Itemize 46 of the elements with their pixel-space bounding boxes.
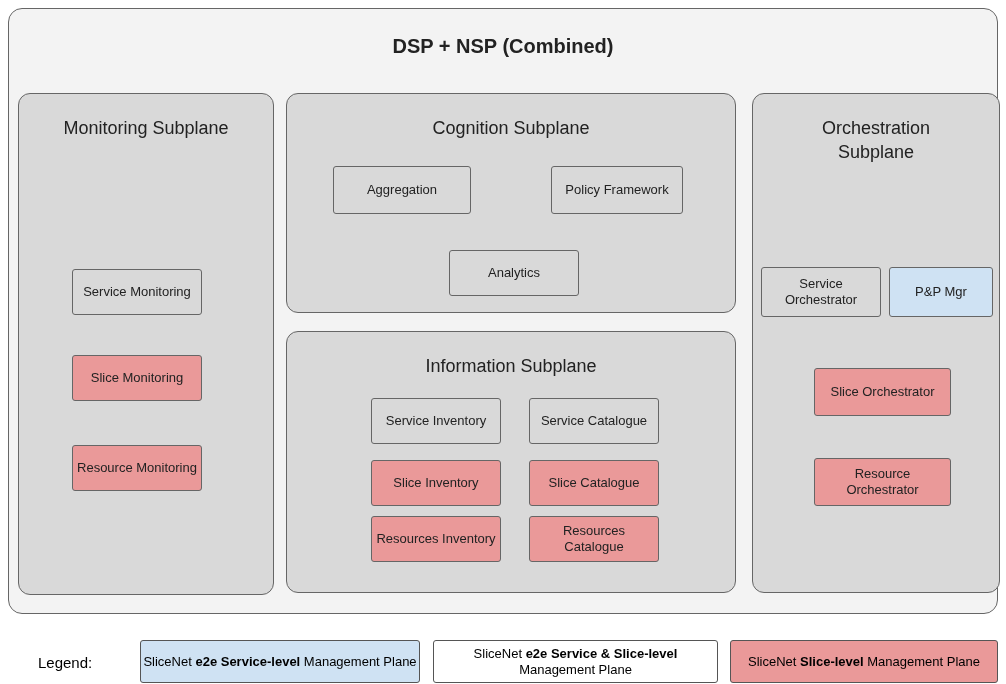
component-label: Service Orchestrator [783, 276, 859, 308]
component-label: Analytics [487, 265, 541, 281]
component-label: Resources Inventory [375, 531, 497, 547]
component-box [72, 355, 202, 401]
subplane-panel [18, 93, 274, 595]
component-box [761, 267, 881, 317]
component-box [814, 458, 951, 506]
component-box [371, 398, 501, 444]
component-label: Slice Inventory [392, 475, 480, 491]
component-label: Slice Orchestrator [829, 384, 936, 400]
component-label: Resource Monitoring [76, 460, 198, 476]
component-box [889, 267, 993, 317]
component-box [371, 460, 501, 506]
component-label: Service Catalogue [539, 413, 649, 429]
component-box [551, 166, 683, 214]
subplane-heading: Monitoring Subplane [62, 117, 230, 140]
component-label: Slice Catalogue [547, 475, 641, 491]
subplane-panel [286, 331, 736, 593]
component-label: Service Monitoring [82, 284, 192, 300]
container-heading: DSP + NSP (Combined) [391, 35, 615, 58]
component-label: Aggregation [365, 182, 439, 198]
legend-text: SliceNet Slice-level Management Plane [748, 653, 980, 670]
component-box [333, 166, 471, 214]
component-box [72, 269, 202, 315]
component-label: Policy Framework [564, 182, 670, 198]
component-label: P&P Mgr [914, 284, 968, 300]
component-box [529, 516, 659, 562]
component-label: Service Inventory [384, 413, 488, 429]
legend-heading: Legend: [38, 654, 93, 671]
subplane-panel [752, 93, 1000, 593]
container-panel [8, 8, 998, 614]
component-label: Resource Orchestrator [845, 466, 920, 498]
subplane-heading: Information Subplane [424, 355, 598, 378]
component-box [529, 460, 659, 506]
subplane-heading: Cognition Subplane [431, 117, 591, 140]
component-label: Slice Monitoring [89, 370, 185, 386]
component-box [449, 250, 579, 296]
component-box [371, 516, 501, 562]
component-label: Resources Catalogue [561, 523, 627, 555]
component-box [72, 445, 202, 491]
component-box [529, 398, 659, 444]
subplane-panel [286, 93, 736, 313]
component-box [814, 368, 951, 416]
legend-text: SliceNet e2e Service & Slice-level Management Plane [472, 645, 679, 678]
subplane-heading: Orchestration Subplane [820, 117, 931, 164]
legend-text: SliceNet e2e Service-level Management Plane [143, 653, 417, 670]
